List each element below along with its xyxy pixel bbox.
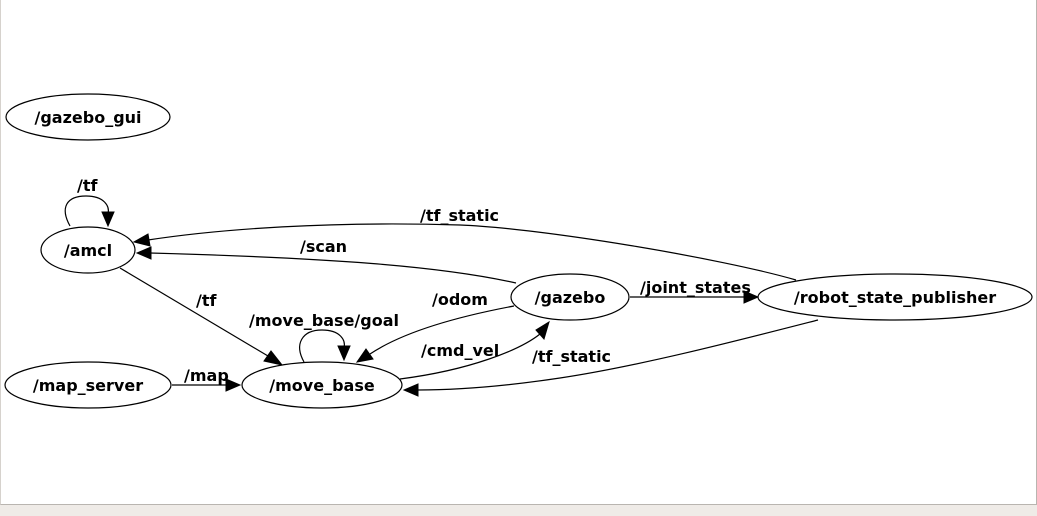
edge-label-joint-states: /joint_states [640,278,751,297]
node-label-map-server: /map_server [33,376,143,395]
node-move-base[interactable]: /move_base [241,361,403,409]
edge-amcl-to-move-base-tf[interactable]: /tf [119,267,284,366]
edge-label-map: /map [184,366,229,385]
node-label-amcl: /amcl [64,241,112,260]
node-label-gazebo: /gazebo [535,288,606,307]
node-label-robot-state-publisher: /robot_state_publisher [794,288,996,307]
edge-move-base-self-goal[interactable]: /move_base/goal [249,311,399,363]
node-map-server[interactable]: /map_server [4,361,172,409]
edge-label-cmd-vel: /cmd_vel [421,341,499,360]
node-label-move-base: /move_base [269,376,375,395]
edge-gazebo-to-amcl-scan[interactable]: /scan [135,237,517,284]
edge-label-tf-static-2: /tf_static [532,347,611,366]
status-strip [0,505,1037,516]
node-robot-state-publisher[interactable]: /robot_state_publisher [757,273,1033,321]
edge-label-tf-2: /tf [196,291,217,310]
edge-label-move-base-goal: /move_base/goal [249,311,399,330]
edge-move-base-to-gazebo-cmd-vel[interactable]: /cmd_vel [399,320,550,380]
edge-rsp-to-move-base-tf-static[interactable]: /tf_static [402,319,819,397]
edge-label-odom: /odom [432,290,488,309]
node-label-gazebo-gui: /gazebo_gui [34,108,141,127]
graph-canvas [0,0,1037,505]
edge-label-scan: /scan [300,237,347,256]
edge-gazebo-to-rsp-joint-states[interactable]: /joint_states [630,278,760,304]
edge-map-server-to-move-base-map[interactable]: /map [172,366,242,392]
edge-amcl-self-tf[interactable]: /tf [64,176,115,228]
edge-gazebo-to-move-base-odom[interactable]: /odom [355,290,515,363]
node-amcl[interactable]: /amcl [40,226,136,274]
edge-rsp-to-amcl-tf-static[interactable]: /tf_static [132,206,797,281]
edge-label-tf: /tf [77,176,98,195]
node-gazebo-gui[interactable]: /gazebo_gui [5,93,171,141]
edge-label-tf-static: /tf_static [420,206,499,225]
node-gazebo[interactable]: /gazebo [510,273,630,321]
